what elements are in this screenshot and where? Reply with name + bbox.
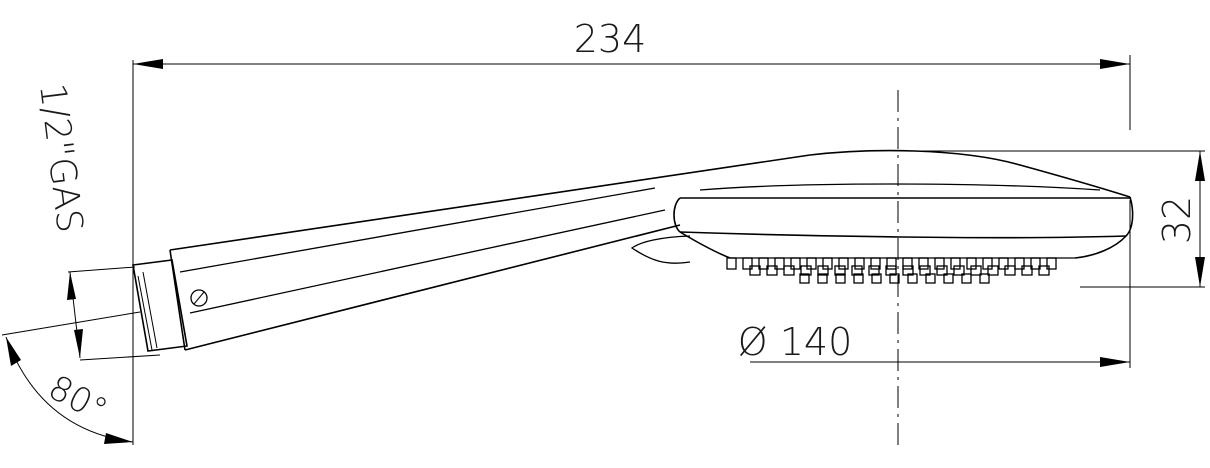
arrowhead-bottom <box>1195 257 1205 287</box>
nozzle <box>871 273 882 284</box>
nozzle <box>834 265 846 276</box>
diameter-dimension: Ø 140 <box>738 200 1131 368</box>
nozzle <box>800 265 812 276</box>
nozzle <box>799 273 810 284</box>
nozzle <box>853 273 864 284</box>
handle-screw <box>190 289 208 307</box>
nozzle <box>870 257 881 270</box>
diameter-arrowhead <box>1100 357 1130 367</box>
angle-arrowhead-top <box>6 337 21 366</box>
nozzle <box>1038 265 1050 276</box>
nozzle <box>979 273 990 284</box>
nozzle <box>817 273 828 284</box>
nozzle <box>726 257 737 270</box>
nozzle <box>902 257 913 270</box>
angle-label: 80° <box>42 368 114 432</box>
nozzle <box>817 265 829 276</box>
thread-extension-bottom <box>79 354 161 361</box>
nozzle <box>1021 265 1033 276</box>
arrowhead-top <box>1195 151 1205 181</box>
head-top <box>673 149 1134 237</box>
nozzle <box>925 273 936 284</box>
length-dimension: 234 <box>132 17 1131 445</box>
arrowhead-left <box>133 59 163 69</box>
nozzle <box>1014 257 1025 270</box>
diameter-label: Ø 140 <box>738 320 853 364</box>
nozzle <box>1030 257 1041 270</box>
nozzle <box>742 257 753 270</box>
nozzle <box>835 273 846 284</box>
handle <box>169 154 811 351</box>
nozzle <box>1046 257 1057 270</box>
nozzle <box>885 265 897 276</box>
nozzle <box>774 257 785 270</box>
nozzle <box>970 265 982 276</box>
height-label: 32 <box>1155 196 1199 244</box>
height-dimension: 32 <box>900 150 1205 288</box>
thread-extension-top <box>67 266 136 273</box>
nozzle <box>790 257 801 270</box>
spray-nozzles <box>726 257 1057 284</box>
arrowhead-right <box>1100 59 1130 69</box>
thread-dimension: 1/2"GAS <box>31 81 161 361</box>
nozzle <box>953 265 965 276</box>
length-label: 234 <box>574 17 647 61</box>
nozzle <box>918 257 929 270</box>
nozzle <box>943 273 954 284</box>
nozzle <box>749 265 761 276</box>
nozzle <box>1004 265 1016 276</box>
angle-reference-line <box>1 311 141 336</box>
nozzle <box>998 257 1009 270</box>
nozzle <box>851 265 863 276</box>
nozzle <box>766 265 778 276</box>
thread-arrowhead-top <box>67 272 76 300</box>
shower-head <box>132 149 1134 352</box>
nozzle <box>889 273 900 284</box>
angle-dimension: 80° <box>1 311 141 444</box>
nozzle <box>868 265 880 276</box>
nozzle <box>758 257 769 270</box>
nozzle <box>934 257 945 270</box>
nozzle <box>838 257 849 270</box>
thread-label: 1/2"GAS <box>31 81 90 235</box>
thread-arrowhead-bottom <box>74 329 83 358</box>
nozzle <box>886 257 897 270</box>
nozzle <box>854 257 865 270</box>
nozzle <box>950 257 961 270</box>
nozzle <box>987 265 999 276</box>
nozzle <box>783 265 795 276</box>
threaded-connector <box>132 259 188 352</box>
nozzle <box>919 265 931 276</box>
nozzle <box>961 273 972 284</box>
nozzle <box>907 273 918 284</box>
nozzle <box>936 265 948 276</box>
angle-arrowhead-bottom <box>104 433 133 444</box>
